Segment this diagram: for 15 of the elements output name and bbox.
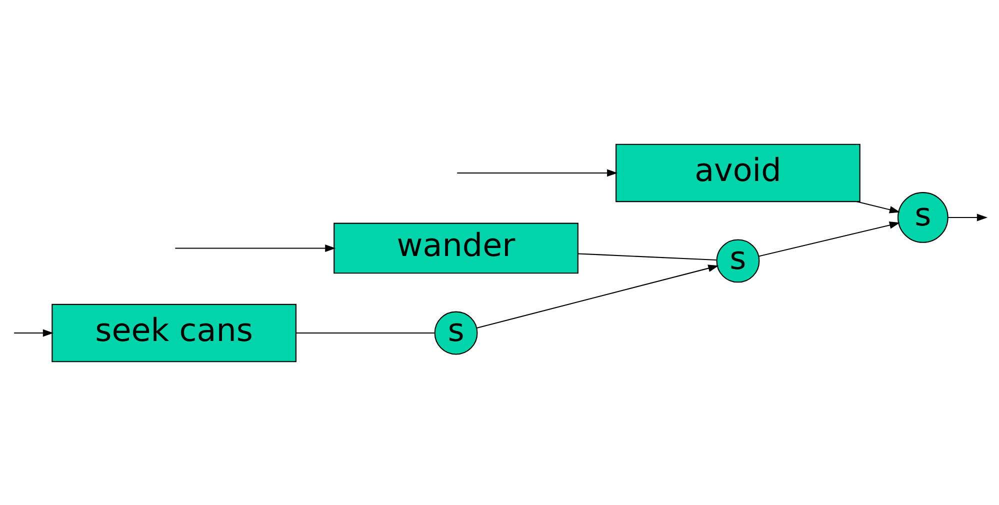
- arrow: [476, 264, 718, 328]
- node-box: seek cans: [51, 303, 296, 362]
- connector: [578, 252, 716, 260]
- node-circle: s: [434, 310, 478, 354]
- node-circle: s: [716, 238, 760, 282]
- arrow: [174, 244, 336, 252]
- connector: [296, 332, 434, 334]
- node-circle: s: [897, 192, 948, 242]
- node-box: wander: [333, 222, 578, 274]
- arrow: [456, 168, 618, 176]
- arrow: [948, 213, 988, 221]
- node-box: avoid: [615, 143, 860, 202]
- arrow: [14, 328, 54, 336]
- arrow: [758, 221, 900, 256]
- arrow: [856, 200, 900, 213]
